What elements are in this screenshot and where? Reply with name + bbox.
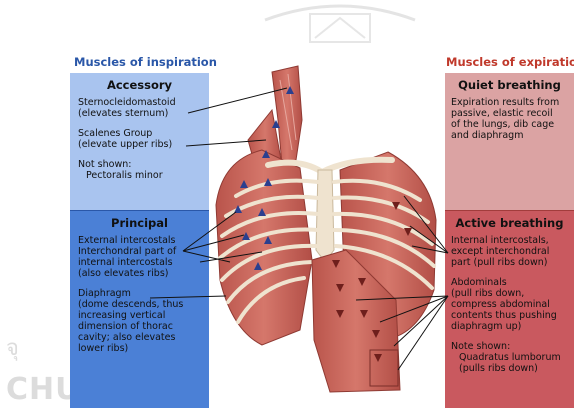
thorax-illustration (0, 0, 574, 408)
